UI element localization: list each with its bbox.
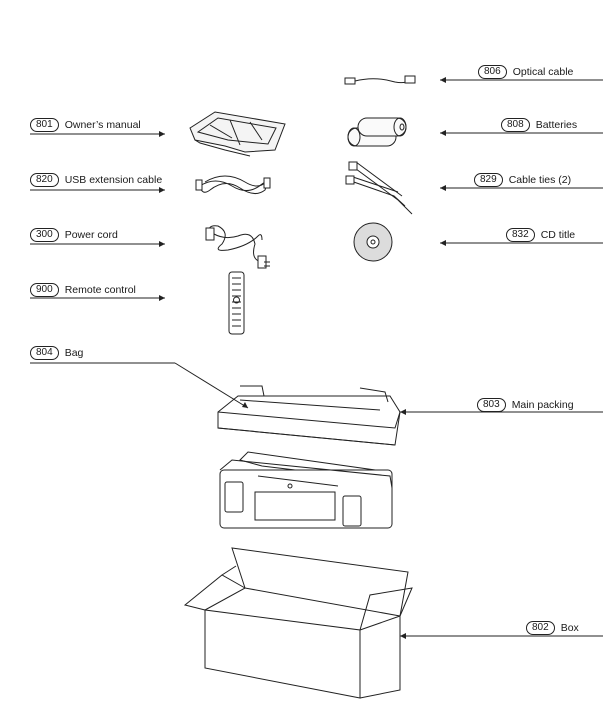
part-number-832: 832 [506,228,535,242]
label-main-packing: 803 Main packing [477,397,574,413]
main-packing-caps-illustration [219,451,393,529]
part-number-829: 829 [474,173,503,187]
part-name-remote-control: Remote control [64,284,136,296]
label-cd-title: 832 CD title [506,227,575,243]
part-name-power-cord: Power cord [64,229,118,241]
part-number-808: 808 [501,118,530,132]
label-optical-cable: 806 Optical cable [478,64,573,80]
part-number-806: 806 [478,65,507,79]
label-cable-ties: 829 Cable ties (2) [474,172,571,188]
cd-illustration [353,222,393,262]
part-number-900: 900 [30,283,59,297]
part-name-box: Box [560,622,579,634]
label-batteries: 808 Batteries [501,117,577,133]
label-remote-control: 900 Remote control [30,282,136,298]
label-power-cord: 300 Power cord [30,227,118,243]
label-usb-extension-cable: 820 USB extension cable [30,172,162,188]
part-number-300: 300 [30,228,59,242]
cable-ties-illustration [345,161,413,215]
owners-manual-illustration [189,111,286,157]
box-illustration [183,547,413,699]
part-name-cable-ties: Cable ties (2) [508,174,572,186]
part-name-owners-manual: Owner’s manual [64,119,141,131]
optical-cable-illustration [344,75,416,85]
part-number-802: 802 [526,621,555,635]
remote-control-illustration [228,271,245,335]
part-number-804: 804 [30,346,59,360]
label-bag: 804 Bag [30,345,83,361]
part-number-820: 820 [30,173,59,187]
power-cord-illustration [205,225,270,269]
part-number-801: 801 [30,118,59,132]
part-name-usb-extension-cable: USB extension cable [64,174,163,186]
part-name-cd-title: CD title [540,229,576,241]
label-box: 802 Box [526,620,579,636]
main-packing-tray-illustration [217,385,401,446]
part-name-batteries: Batteries [535,119,578,131]
label-owners-manual: 801 Owner’s manual [30,117,141,133]
part-name-main-packing: Main packing [511,399,574,411]
usb-cable-illustration [195,175,271,194]
part-number-803: 803 [477,398,506,412]
part-name-bag: Bag [64,347,84,359]
batteries-illustration [347,117,407,147]
part-name-optical-cable: Optical cable [512,66,574,78]
